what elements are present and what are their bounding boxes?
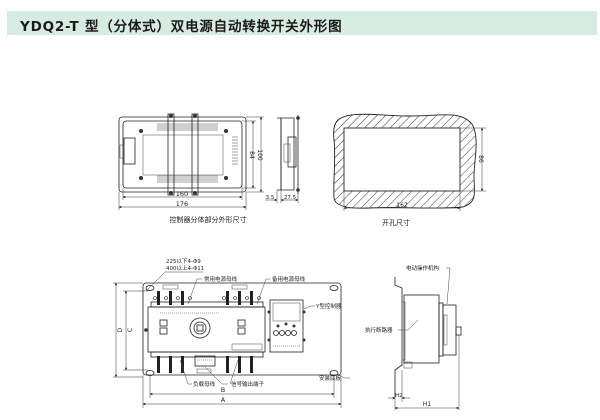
dim-176: 176 [176,200,188,208]
label-y-controller: Y型控制器 [315,302,342,310]
dim-3-5: 3.5 [266,195,275,201]
dim-A: A [221,396,226,404]
cutout-view: 86 162 [333,113,486,211]
hole-note-2: 400以上4-Φ11 [166,264,204,272]
switch-front-view: 225以下4-Φ9 400以上4-Φ11 [113,258,350,408]
page-title: YDQ2-T 型（分体式）双电源自动转换开关外形图 [20,19,343,35]
switch-side-view: 电动操作机构 执行断路器 H2 H1 [365,264,462,410]
dim-H1: H1 [423,401,432,408]
dim-162: 162 [396,202,408,209]
label-backup-bus: 备用电源母线 [272,275,306,283]
label-normal-bus: 常用电源母线 [204,275,238,283]
controller-front-view: 160 176 84 100 [118,113,264,210]
controller-caption: 控制器分体部分外形尺寸 [170,215,247,224]
dim-H2: H2 [395,393,403,399]
title-banner: YDQ2-T 型（分体式）双电源自动转换开关外形图 [7,11,597,35]
dim-C: C [127,328,134,332]
label-breaker: 执行断路器 [365,326,393,334]
dim-D: D [117,327,124,332]
hole-note-1: 225以下4-Φ9 [166,258,201,265]
dim-84: 84 [248,151,255,159]
controller-side-view: 3.5 27.5 [265,115,300,203]
dim-100: 100 [256,149,263,161]
dim-27-5: 27.5 [284,195,297,201]
label-load-bus: 负载母线 [193,380,216,388]
label-signal-terminal: 信号输出端子 [231,380,265,388]
label-mount-plate: 安装底板 [319,374,342,382]
label-motor-mechanism: 电动操作机构 [406,264,440,272]
dim-86: 86 [477,155,484,163]
dim-B: B [221,386,225,394]
cutout-caption: 开孔尺寸 [382,218,410,227]
dim-160: 160 [176,190,188,198]
